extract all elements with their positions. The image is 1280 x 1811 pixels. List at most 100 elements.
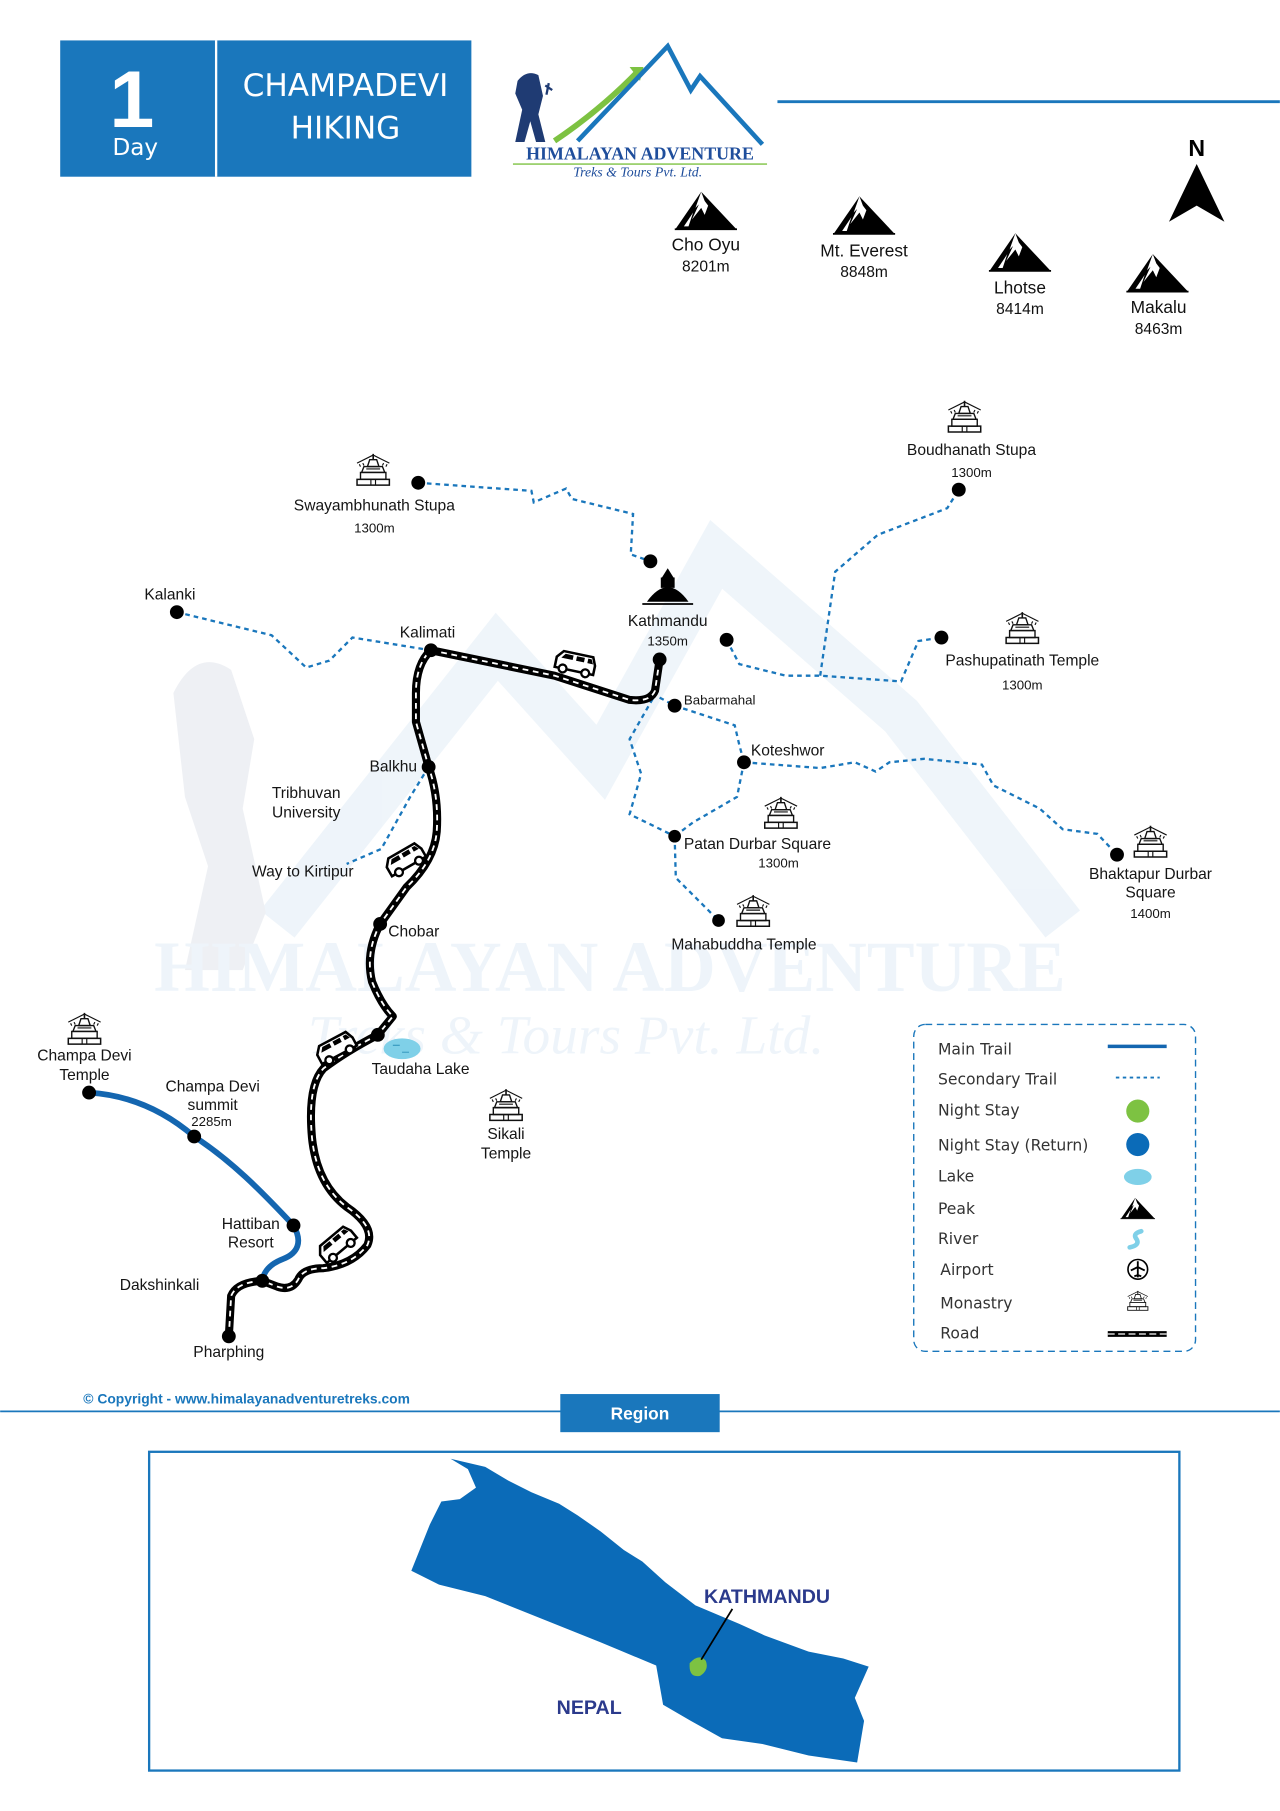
waypoint-dots: [82, 475, 1124, 1344]
place-sikali-line2: Temple: [481, 1145, 531, 1162]
region-country-label: NEPAL: [557, 1697, 622, 1719]
place-chobar: Chobar: [388, 924, 439, 941]
place-kirtipur: Way to Kirtipur: [252, 864, 354, 881]
river-icon: [1127, 1228, 1144, 1250]
place-champa-temple-line2: Temple: [59, 1067, 109, 1084]
monastery-icon: [736, 894, 771, 928]
logo-tagline: Treks & Tours Pvt. Ltd.: [573, 165, 702, 180]
main-trail: [86, 1089, 302, 1284]
region-button[interactable]: Region: [560, 1394, 720, 1433]
place-patan: Patan Durbar Square: [684, 836, 831, 853]
legend-label: Monastry: [940, 1295, 1012, 1313]
airport-icon: [1127, 1258, 1149, 1280]
map-legend: Main Trail Secondary Trail Night Stay Ni…: [913, 1023, 1197, 1353]
monastery-icon: [489, 1088, 524, 1122]
region-city-label: KATHMANDU: [704, 1586, 830, 1608]
place-dakshinkali: Dakshinkali: [120, 1277, 200, 1294]
logo-name: HIMALAYAN ADVENTURE: [526, 143, 754, 163]
monastery-icon: [763, 796, 798, 829]
night-stay-return-dot-icon: [1126, 1133, 1150, 1157]
place-pharphing: Pharphing: [193, 1344, 264, 1361]
peak-elevation: 8463m: [1135, 321, 1183, 338]
place-champa-summit-line1: Champa Devi: [165, 1078, 259, 1095]
peak-icon: [832, 195, 896, 235]
peak-icon: [674, 190, 738, 231]
elevation-kathmandu: 1350m: [647, 634, 688, 649]
place-hattiban-line2: Resort: [228, 1234, 275, 1251]
nepal-shape: [411, 1458, 869, 1763]
peak-lhotse: Lhotse 8414m: [988, 232, 1052, 318]
north-arrow: N: [1168, 135, 1225, 222]
region-button-label: Region: [611, 1403, 670, 1423]
kathmandu-marker-icon: [689, 1657, 707, 1677]
peak-name: Makalu: [1131, 297, 1187, 317]
watermark-text: HIMALAYAN ADVENTURE: [154, 928, 1066, 1007]
peak-name: Lhotse: [994, 277, 1046, 297]
secondary-trails: [176, 481, 1118, 922]
lake-icon: [1123, 1168, 1152, 1186]
peak-makalu: Makalu 8463m: [1126, 253, 1189, 338]
title-line-1: CHAMPADEVI: [243, 68, 449, 104]
monastery-icon: [1005, 611, 1040, 645]
place-champa-temple-line1: Champa Devi: [37, 1047, 131, 1064]
legend-label: River: [938, 1230, 979, 1248]
place-balkhu: Balkhu: [369, 759, 417, 776]
legend-label: Main Trail: [938, 1040, 1012, 1058]
place-kalanki: Kalanki: [144, 586, 195, 603]
place-sikali-line1: Sikali: [487, 1126, 524, 1143]
peak-elevation: 8848m: [840, 264, 888, 281]
place-hattiban-line1: Hattiban: [222, 1216, 280, 1233]
legend-label: Night Stay (Return): [938, 1136, 1088, 1154]
elevation-pashupatinath: 1300m: [1002, 678, 1043, 693]
elevation-bhaktapur: 1400m: [1130, 906, 1171, 921]
taudaha-lake-icon: [383, 1038, 421, 1060]
legend-label: Night Stay: [938, 1102, 1020, 1120]
monastery-icon: [67, 1012, 102, 1045]
company-logo: HIMALAYAN ADVENTURE Treks & Tours Pvt. L…: [512, 42, 768, 180]
place-koteshwor: Koteshwor: [751, 742, 825, 759]
kathmandu-stupa-icon: [642, 568, 694, 605]
place-pashupatinath: Pashupatinath Temple: [945, 652, 1099, 669]
peak-elevation: 8201m: [682, 258, 730, 275]
place-taudaha: Taudaha Lake: [372, 1061, 470, 1078]
place-bhaktapur-line2: Square: [1125, 884, 1175, 901]
monastery-icon: [356, 453, 391, 486]
elevation-patan: 1300m: [758, 855, 799, 870]
place-tribhuvan-line1: Tribhuvan: [272, 785, 341, 802]
place-kathmandu: Kathmandu: [628, 613, 708, 630]
peak-name: Cho Oyu: [672, 235, 740, 255]
day-label: Day: [112, 135, 158, 161]
legend-label: Secondary Trail: [938, 1071, 1057, 1089]
peak-icon: [1126, 253, 1189, 293]
place-champa-summit-line2: summit: [188, 1097, 239, 1114]
legend-label: Airport: [940, 1261, 993, 1279]
place-bhaktapur-line1: Bhaktapur Durbar: [1089, 866, 1212, 883]
legend-label: Road: [940, 1325, 979, 1343]
monastery-icon: [1133, 824, 1168, 858]
night-stay-dot-icon: [1126, 1099, 1150, 1123]
day-number: 1: [109, 55, 154, 145]
place-boudhanath: Boudhanath Stupa: [907, 442, 1036, 459]
elevation-boudhanath: 1300m: [951, 465, 992, 480]
monastery-icon: [947, 399, 982, 433]
region-map: KATHMANDU NEPAL: [147, 1450, 1181, 1772]
kathmandu-pointer: [700, 1608, 734, 1661]
legend-label: Lake: [938, 1168, 974, 1186]
peak-icon: [988, 232, 1052, 272]
peak-everest: Mt. Everest 8848m: [820, 195, 908, 281]
north-arrow-icon: [1168, 164, 1225, 222]
north-label: N: [1188, 135, 1205, 161]
place-kalimati: Kalimati: [400, 625, 455, 642]
elevation-champa-summit: 2285m: [191, 1114, 232, 1129]
place-swayambhunath: Swayambhunath Stupa: [294, 497, 455, 514]
place-babarmahal: Babarmahal: [684, 693, 756, 708]
day-title-banner: 1 Day CHAMPADEVI HIKING: [60, 40, 472, 177]
peak-elevation: 8414m: [996, 301, 1044, 318]
copyright-link[interactable]: © Copyright - www.himalayanadventuretrek…: [83, 1390, 410, 1406]
place-tribhuvan-line2: University: [272, 805, 341, 822]
peak-name: Mt. Everest: [820, 240, 908, 260]
place-mahabuddha: Mahabuddha Temple: [671, 936, 816, 953]
hiker-icon: [515, 73, 546, 143]
elevation-swayambhunath: 1300m: [354, 520, 395, 535]
